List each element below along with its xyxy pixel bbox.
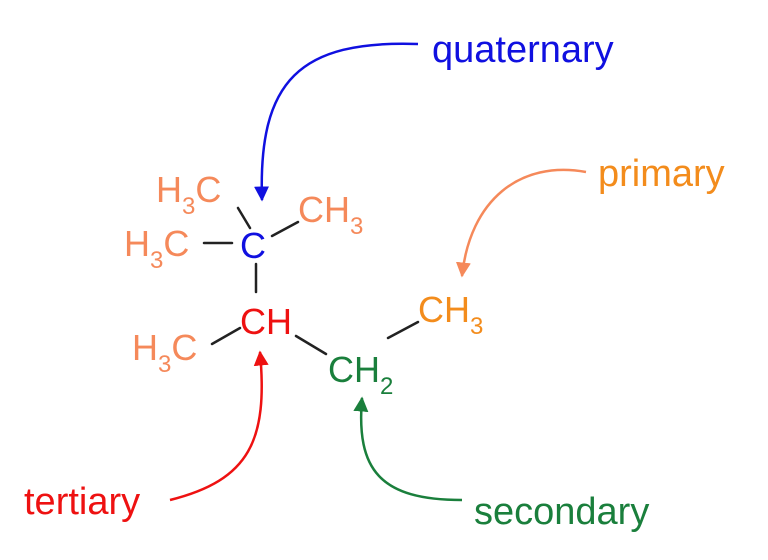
quaternary-arrow <box>254 42 419 202</box>
label-primary: primary <box>598 153 725 195</box>
atom-tertiary-ch: CH <box>240 301 292 342</box>
atom-primary-ch3: CH3 <box>418 289 483 340</box>
atom-h3c-top: H3C <box>156 169 221 220</box>
bond-ch-h3c <box>210 326 242 346</box>
tertiary-arrow <box>169 350 269 502</box>
atom-h3c-left: H3C <box>124 223 189 274</box>
secondary-arrow <box>353 396 463 502</box>
label-tertiary: tertiary <box>24 481 140 523</box>
atom-quaternary-c: C <box>240 225 266 266</box>
primary-arrow <box>455 168 587 278</box>
bond-ch-ch2 <box>294 334 328 356</box>
atom-h3c-lower: H3C <box>132 327 197 378</box>
label-secondary: secondary <box>474 491 649 533</box>
atom-secondary-ch2: CH2 <box>328 349 393 400</box>
bond-c-h3c-top <box>236 206 252 230</box>
bond-c-ch3-right <box>270 220 300 238</box>
bonds <box>202 206 420 356</box>
bond-ch2-ch3 <box>386 320 420 340</box>
atom-ch3-right: CH3 <box>298 189 363 240</box>
label-quaternary: quaternary <box>432 29 614 71</box>
